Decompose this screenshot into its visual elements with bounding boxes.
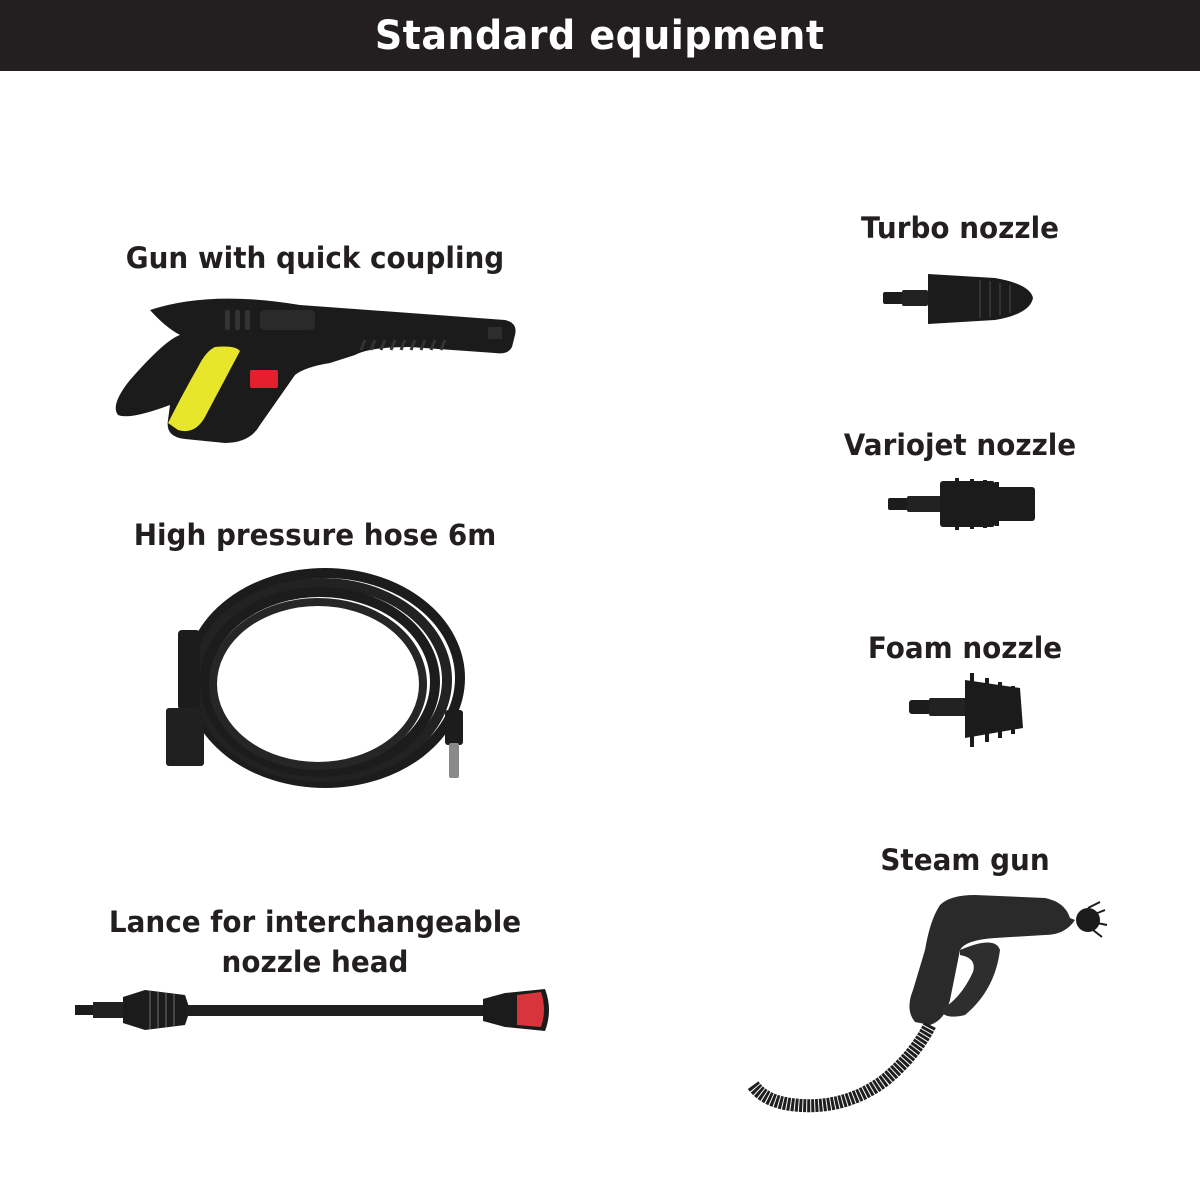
header-bar: Standard equipment bbox=[0, 0, 1200, 71]
variojet-nozzle-icon bbox=[885, 475, 1040, 533]
item-label-lance-line1: Lance for interchangeable bbox=[108, 905, 522, 939]
steam-gun-icon bbox=[745, 890, 1110, 1120]
spray-gun-icon bbox=[110, 285, 520, 445]
turbo-nozzle-icon bbox=[880, 270, 1040, 330]
item-label-gun: Gun with quick coupling bbox=[125, 241, 505, 275]
item-label-lance-line2: nozzle head bbox=[221, 945, 409, 979]
item-label-foam: Foam nozzle bbox=[867, 631, 1063, 665]
item-label-hose: High pressure hose 6m bbox=[133, 518, 497, 552]
item-label-turbo: Turbo nozzle bbox=[860, 211, 1059, 245]
foam-nozzle-icon bbox=[905, 670, 1030, 750]
item-label-variojet: Variojet nozzle bbox=[843, 428, 1077, 462]
page-title: Standard equipment bbox=[375, 12, 825, 59]
item-label-steam-gun: Steam gun bbox=[880, 843, 1050, 877]
hose-coil-icon bbox=[150, 560, 480, 800]
lance-icon bbox=[75, 985, 555, 1035]
